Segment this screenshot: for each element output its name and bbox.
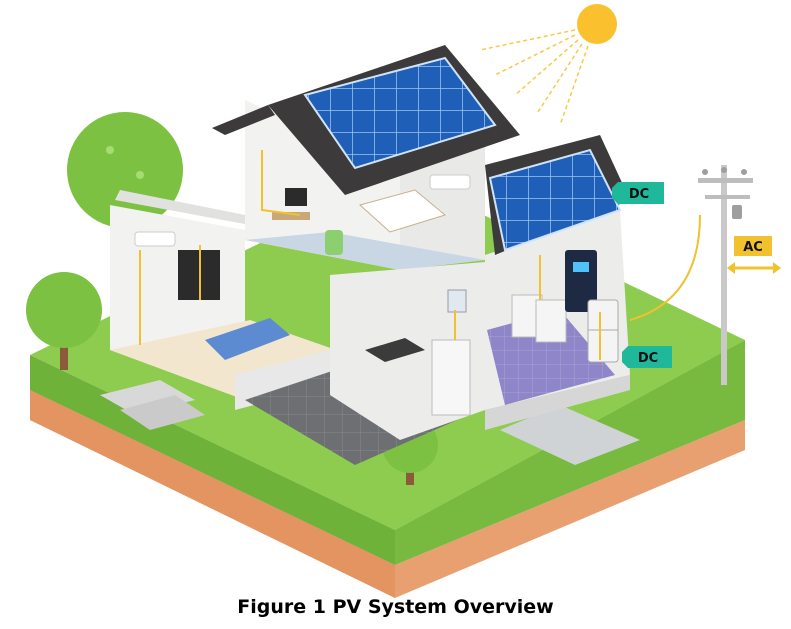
upper-floor xyxy=(245,100,485,270)
stairs xyxy=(100,380,205,430)
double-arrow-icon xyxy=(727,262,781,274)
dc-label-bottom: DC xyxy=(622,346,672,368)
figure-caption: Figure 1 PV System Overview xyxy=(237,596,554,618)
tree-icon xyxy=(26,272,102,370)
living-room xyxy=(110,190,365,410)
utility-pole-icon xyxy=(698,165,753,385)
solar-panel-icon xyxy=(488,148,622,252)
dc-label-bottom-text: DC xyxy=(638,351,658,366)
ac-label: AC xyxy=(727,236,781,274)
dc-label-top-text: DC xyxy=(629,187,649,202)
inverter-icon xyxy=(565,250,597,312)
ac-label-text: AC xyxy=(743,240,763,255)
wiring xyxy=(139,150,701,360)
lower-middle-room xyxy=(330,262,485,440)
pv-system-illustration: DC DC AC xyxy=(26,4,781,598)
solar-panel-icon xyxy=(303,56,497,170)
dc-label-top: DC xyxy=(612,182,664,204)
sun-icon xyxy=(479,4,617,126)
battery-icon xyxy=(587,299,619,363)
